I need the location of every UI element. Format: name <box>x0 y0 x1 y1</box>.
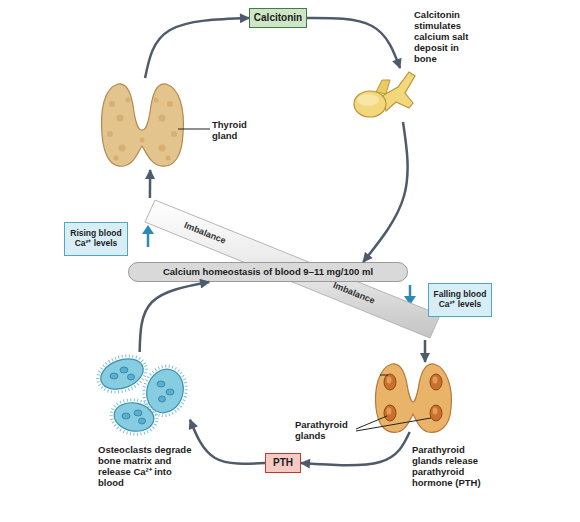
level-box: Rising blood Ca²⁺ levels <box>64 222 128 256</box>
osteoclast-drawing <box>93 349 192 437</box>
cell-nuclei <box>110 367 174 424</box>
connector-group <box>149 170 150 198</box>
osteoclast-cell <box>112 400 156 435</box>
connector-group <box>363 122 407 262</box>
leader-line <box>356 416 387 429</box>
cycle-arrow <box>307 18 400 68</box>
connector-group <box>307 18 400 68</box>
connector-group <box>140 282 210 352</box>
parathyroid-gland <box>384 405 396 421</box>
level-box: Falling blood Ca²⁺ levels <box>428 283 492 317</box>
cycle-arrow <box>149 170 152 198</box>
osteoclast-cell <box>97 353 148 394</box>
bone-drawing <box>354 72 415 117</box>
cycle-arrow <box>190 420 265 464</box>
connector-group <box>425 340 426 362</box>
osteoclast-illustration: Osteoclasts degrade bone matrix and rele… <box>95 352 190 440</box>
band-label: Calcium homeostasis of blood 9–11 mg/100… <box>160 267 376 278</box>
thyroid-drawing <box>102 84 184 166</box>
parathyroid-gland <box>430 405 442 421</box>
structure-label: Thyroid gland <box>212 120 256 142</box>
cell-ruffle <box>93 349 152 398</box>
thyroid-illustration: Thyroid gland <box>100 78 185 170</box>
cell-ruffle <box>108 396 159 437</box>
box-label: Falling blood Ca²⁺ levels <box>429 290 491 310</box>
parathyroid-drawing <box>376 364 452 432</box>
thyroid-back-shape <box>376 364 452 432</box>
bone-body <box>354 91 386 117</box>
thyroid-shape <box>102 84 184 166</box>
structure-label: Parathyroid glands <box>295 420 355 442</box>
cycle-arrow <box>301 432 410 465</box>
parathyroid-gland <box>430 374 442 390</box>
cycle-arrow <box>140 282 210 352</box>
homeostasis-band: Calcium homeostasis of blood 9–11 mg/100… <box>128 262 408 282</box>
leader-line <box>178 129 210 130</box>
hormone-box: PTH <box>265 453 301 473</box>
gland-highlight <box>433 408 438 415</box>
cycle-arrow <box>145 18 249 78</box>
parathyroid-gland <box>384 374 396 390</box>
connector-group <box>190 420 265 464</box>
connector-group <box>145 18 249 78</box>
box-label: PTH <box>270 457 296 469</box>
box-label: Calcitonin <box>251 12 305 24</box>
bone-face <box>357 94 379 106</box>
small-mark <box>380 375 388 376</box>
parathyroid-illustration: Parathyroid glandsParathyroid glands rel… <box>375 362 452 432</box>
gland-highlight <box>433 377 438 384</box>
box-label: Rising blood Ca²⁺ levels <box>65 229 127 249</box>
cycle-arrow <box>363 122 407 262</box>
connector-group <box>301 432 410 465</box>
caption: Parathyroid glands release parathyroid h… <box>412 445 494 489</box>
caption: Calcitonin stimulates calcium salt depos… <box>414 10 480 65</box>
gland-highlight <box>387 377 392 384</box>
thyroid-texture <box>107 98 177 161</box>
bone-illustration: Calcitonin stimulates calcium salt depos… <box>352 68 412 122</box>
leader-line <box>356 418 431 431</box>
hormone-box: Calcitonin <box>249 8 307 28</box>
caption: Osteoclasts degrade bone matrix and rele… <box>98 445 192 489</box>
bone-process <box>376 80 390 94</box>
gland-highlight <box>387 408 392 415</box>
cycle-arrow <box>424 340 427 362</box>
up-arrow-symbol <box>142 225 154 247</box>
